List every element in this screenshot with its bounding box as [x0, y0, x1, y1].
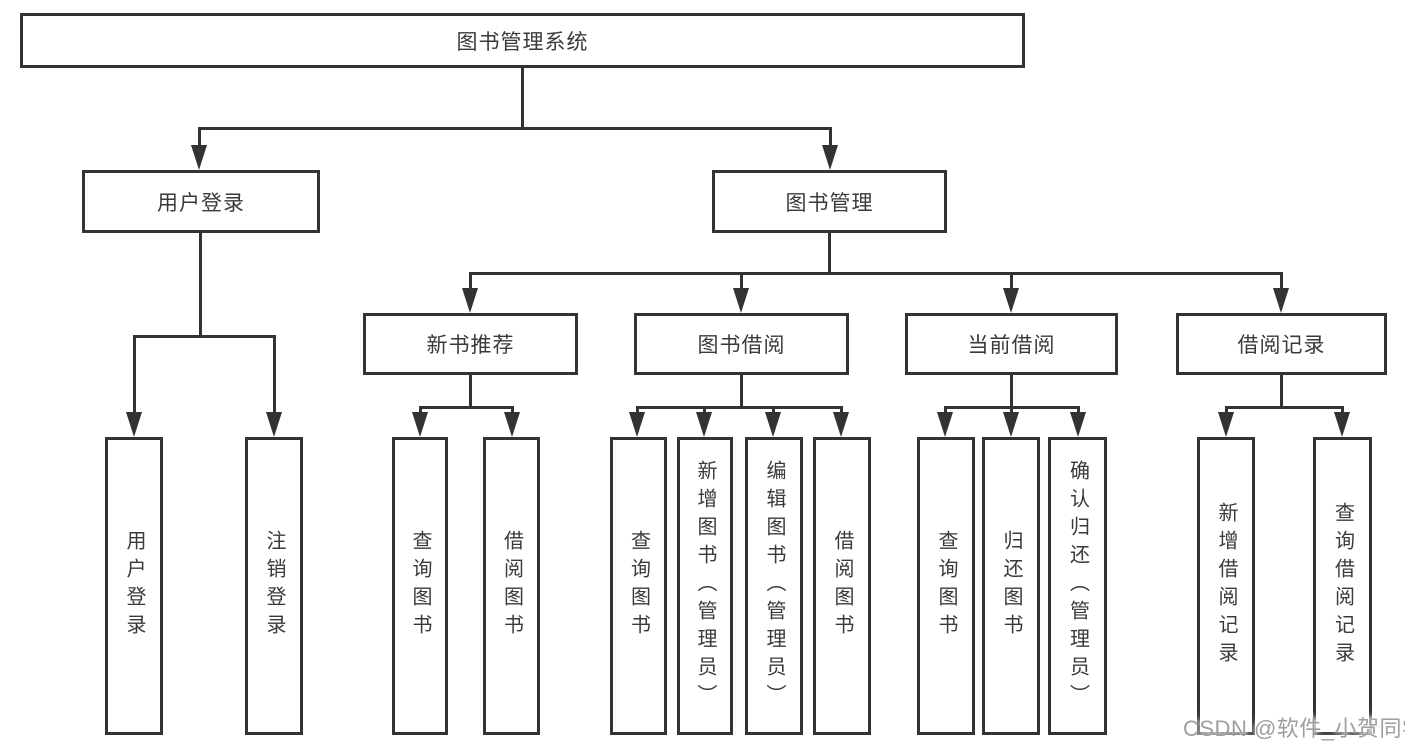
arrowhead-down-icon	[1218, 412, 1234, 437]
leaf-confirm-return-admin: 确认归还（管理员）	[1048, 437, 1107, 735]
leaf-query-borrow-record: 查询借阅记录	[1313, 437, 1372, 735]
node-current-borrow: 当前借阅	[905, 313, 1118, 375]
connector-bar	[468, 272, 1283, 275]
connector-stem	[198, 233, 202, 338]
node-book-management: 图书管理	[712, 170, 947, 233]
arrowhead-down-icon	[733, 288, 749, 313]
connector-bar	[197, 127, 832, 130]
leaf-add-borrow-record: 新增借阅记录	[1197, 437, 1255, 735]
arrowhead-down-icon	[833, 412, 849, 437]
connector-drop	[771, 406, 775, 417]
arrowhead-down-icon	[191, 145, 207, 170]
connector-drop	[1009, 272, 1013, 293]
connector-bar	[132, 335, 276, 338]
connector-drop	[1009, 406, 1013, 417]
node-library-system: 图书管理系统	[20, 13, 1025, 68]
leaf-user-login: 用户登录	[105, 437, 163, 735]
connector-stem	[520, 68, 524, 130]
arrowhead-down-icon	[696, 412, 712, 437]
connector-drop	[702, 406, 706, 417]
connector-bar	[418, 406, 514, 409]
arrowhead-down-icon	[765, 412, 781, 437]
arrowhead-down-icon	[937, 412, 953, 437]
connector-drop	[1340, 406, 1344, 417]
connector-stem	[827, 233, 831, 275]
arrowhead-down-icon	[1003, 412, 1019, 437]
connector-bar	[635, 406, 843, 409]
connector-drop	[739, 272, 743, 293]
connector-bar	[1224, 406, 1344, 409]
connector-drop	[132, 335, 136, 417]
connector-drop	[418, 406, 422, 417]
connector-drop	[197, 127, 201, 150]
connector-stem	[1279, 375, 1283, 409]
leaf-query-book-recommend: 查询图书	[392, 437, 448, 735]
arrowhead-down-icon	[629, 412, 645, 437]
connector-drop	[839, 406, 843, 417]
connector-drop	[635, 406, 639, 417]
connector-stem	[468, 375, 472, 409]
connector-stem	[1009, 375, 1013, 409]
connector-stem	[739, 375, 743, 409]
connector-drop	[468, 272, 472, 293]
csdn-watermark: CSDN @软件_小贺同学	[1183, 716, 1405, 741]
connector-drop	[828, 127, 832, 150]
leaf-query-book-borrow: 查询图书	[610, 437, 667, 735]
arrowhead-down-icon	[1003, 288, 1019, 313]
node-borrow-records: 借阅记录	[1176, 313, 1387, 375]
leaf-borrow-book: 借阅图书	[813, 437, 871, 735]
leaf-borrow-book-recommend: 借阅图书	[483, 437, 540, 735]
leaf-return-book: 归还图书	[982, 437, 1040, 735]
arrowhead-down-icon	[462, 288, 478, 313]
connector-drop	[1279, 272, 1283, 293]
connector-drop	[272, 335, 276, 417]
leaf-edit-book-admin: 编辑图书（管理员）	[745, 437, 803, 735]
node-new-book-recommend: 新书推荐	[363, 313, 578, 375]
arrowhead-down-icon	[126, 412, 142, 437]
leaf-add-book-admin: 新增图书（管理员）	[677, 437, 733, 735]
arrowhead-down-icon	[822, 145, 838, 170]
leaf-logout: 注销登录	[245, 437, 303, 735]
arrowhead-down-icon	[266, 412, 282, 437]
connector-drop	[1224, 406, 1228, 417]
arrowhead-down-icon	[412, 412, 428, 437]
connector-drop	[1076, 406, 1080, 417]
connector-drop	[510, 406, 514, 417]
arrowhead-down-icon	[1070, 412, 1086, 437]
node-book-borrow: 图书借阅	[634, 313, 849, 375]
arrowhead-down-icon	[1273, 288, 1289, 313]
node-user-login: 用户登录	[82, 170, 320, 233]
connector-drop	[943, 406, 947, 417]
arrowhead-down-icon	[504, 412, 520, 437]
leaf-query-book-current: 查询图书	[917, 437, 975, 735]
arrowhead-down-icon	[1334, 412, 1350, 437]
